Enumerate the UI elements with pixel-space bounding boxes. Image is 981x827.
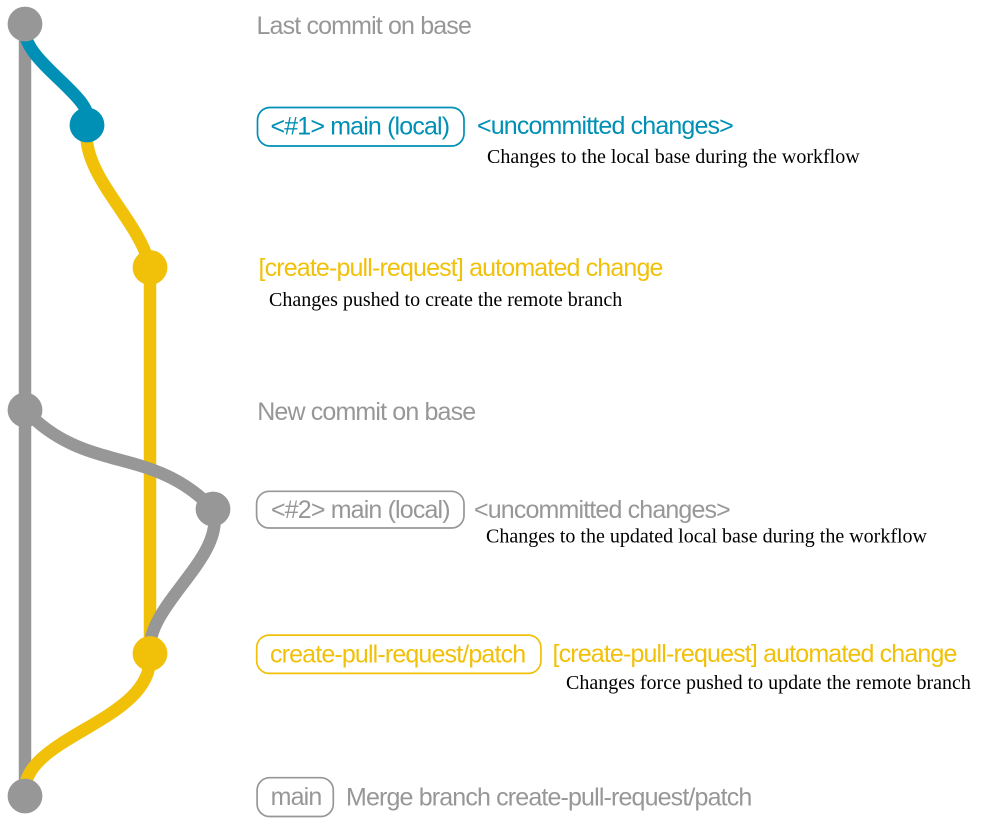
svg-text:Changes to the local base duri: Changes to the local base during the wor…	[487, 146, 860, 168]
svg-text:<#1> main (local): <#1> main (local)	[271, 113, 450, 141]
svg-text:Changes pushed to create the r: Changes pushed to create the remote bran…	[269, 289, 622, 311]
svg-text:main: main	[271, 783, 322, 811]
svg-text:create-pull-request/patch: create-pull-request/patch	[270, 641, 525, 669]
svg-text:Changes force pushed to update: Changes force pushed to update the remot…	[566, 672, 971, 694]
svg-text:<uncommitted changes>: <uncommitted changes>	[474, 496, 730, 524]
svg-text:[create-pull-request] automate: [create-pull-request] automated change	[553, 640, 957, 668]
svg-text:<#2> main (local): <#2> main (local)	[271, 496, 450, 524]
svg-text:[create-pull-request] automate: [create-pull-request] automated change	[259, 254, 663, 282]
svg-text:<uncommitted changes>: <uncommitted changes>	[477, 112, 733, 140]
svg-text:Changes to the updated local b: Changes to the updated local base during…	[486, 526, 928, 548]
svg-text:Last commit on base: Last commit on base	[257, 12, 472, 40]
svg-text:New commit on base: New commit on base	[257, 398, 475, 426]
svg-text:Merge branch create-pull-reque: Merge branch create-pull-request/patch	[346, 784, 751, 812]
